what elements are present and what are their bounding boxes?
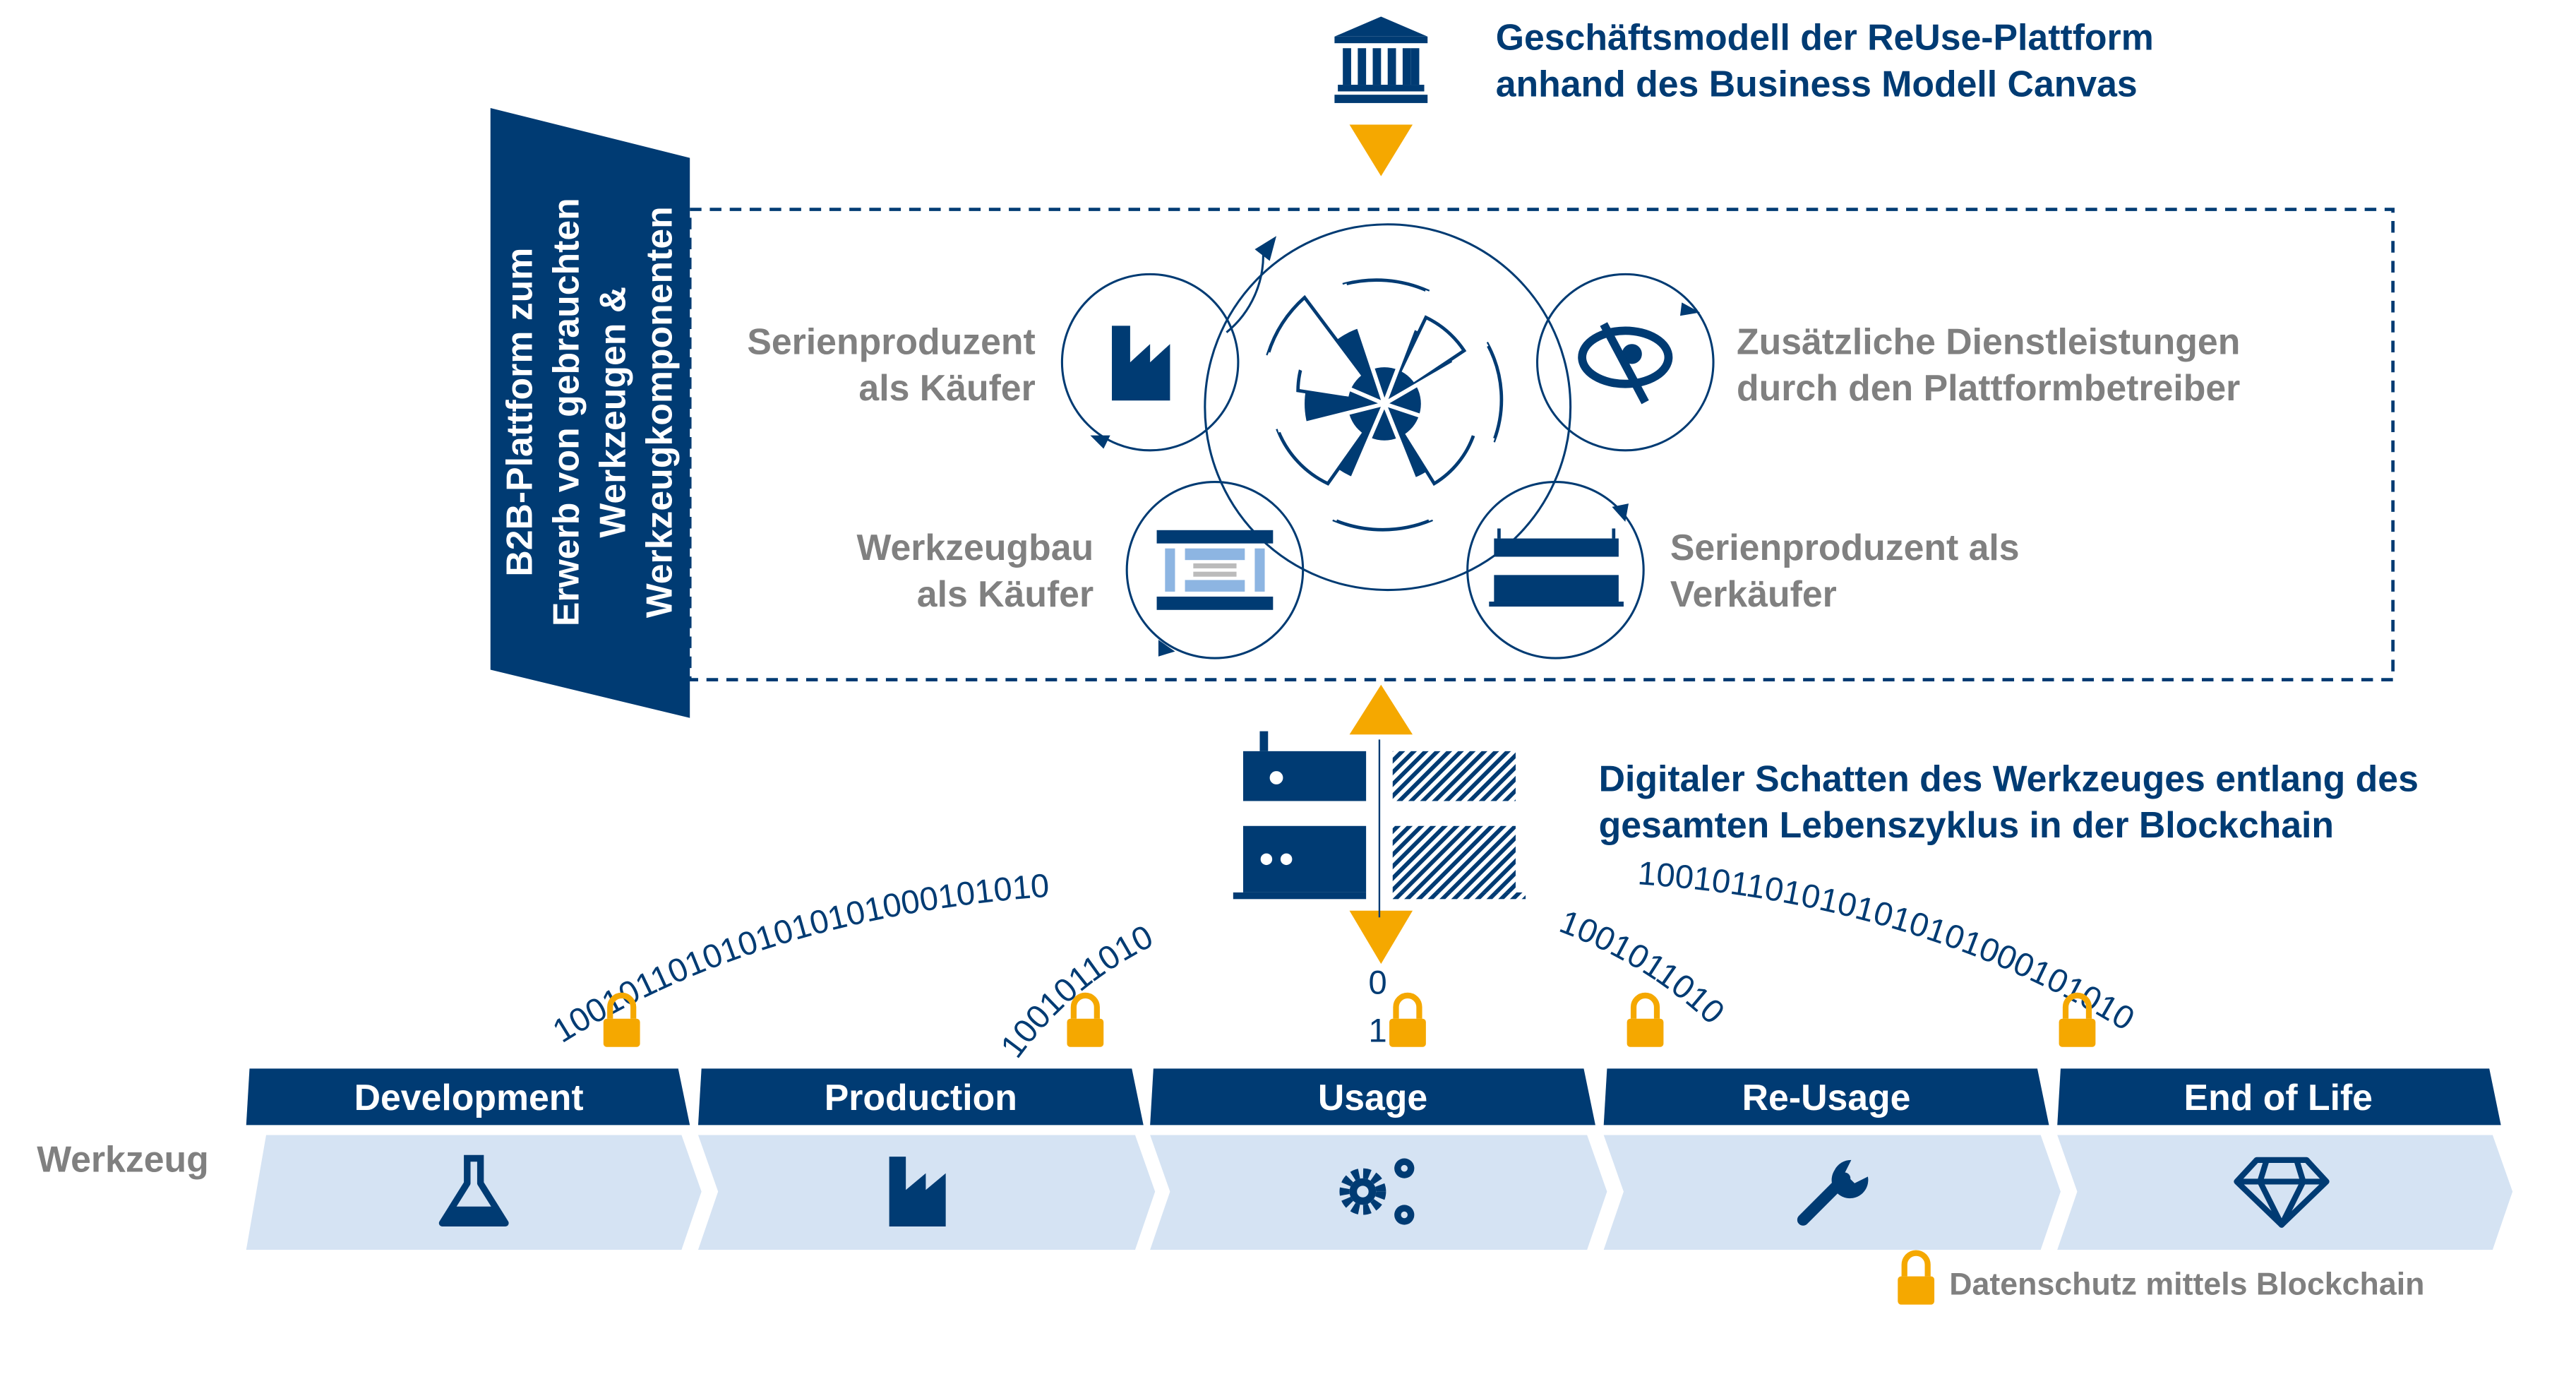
phase-development: Development — [246, 1068, 702, 1250]
phase-label: Usage — [1318, 1077, 1427, 1118]
legend-text: Datenschutz mittels Blockchain — [1949, 1267, 2424, 1301]
lock-icon — [1389, 996, 1426, 1047]
services-node — [1536, 273, 1715, 452]
lock-icon — [1067, 996, 1103, 1047]
phase-usage: Usage — [1150, 1068, 1607, 1250]
banner-line-4: Werkzeugkomponenten — [638, 206, 679, 618]
canvas-rose-icon — [1266, 278, 1504, 532]
ecosystem-ring — [1204, 223, 1572, 592]
lock-icon — [1627, 996, 1664, 1047]
server-icon — [1489, 528, 1624, 607]
digital-shadow-title-1: Digitaler Schatten des Werkzeuges entlan… — [1599, 758, 2419, 799]
eye-crossed-icon — [1578, 322, 1673, 405]
phase-label: Production — [825, 1077, 1017, 1118]
buyer-producer-label-1: Serienproduzent — [747, 321, 1035, 362]
seller-producer-label-2: Verkäufer — [1670, 573, 1837, 614]
bit-one: 1 — [1369, 1012, 1387, 1049]
services-label-2: durch den Plattformbetreiber — [1737, 367, 2240, 408]
down-arrow-icon — [1349, 124, 1413, 177]
phase-production: Production — [697, 1068, 1156, 1250]
business-model-title-1: Geschäftsmodell der ReUse-Plattform — [1496, 17, 2154, 58]
wrench-icon — [1797, 1159, 1869, 1226]
down-arrow-icon — [1349, 910, 1413, 965]
buyer-producer-label-2: als Käufer — [858, 367, 1035, 408]
bit-zero: 0 — [1369, 963, 1387, 1001]
factory-icon — [1112, 326, 1170, 401]
gears-icon — [1339, 1158, 1415, 1225]
toolmaker-label-1: Werkzeugbau — [857, 527, 1094, 568]
legend-lock-icon — [1898, 1253, 1934, 1305]
banner-line-1: B2B-Plattform zum — [499, 248, 540, 577]
digital-shadow-server-icon — [1233, 731, 1526, 918]
row-label-werkzeug: Werkzeug — [37, 1138, 209, 1179]
factory-icon — [889, 1157, 946, 1226]
flask-icon — [438, 1154, 509, 1226]
toolmaker-label-2: als Käufer — [917, 573, 1094, 614]
seller-producer-node — [1466, 481, 1645, 659]
phase-label: End of Life — [2184, 1077, 2373, 1118]
binary-arc-right-short: 1001011010 — [1554, 902, 1732, 1031]
bank-icon — [1334, 16, 1428, 103]
up-arrow-icon — [1349, 684, 1413, 735]
phase-re-usage: Re-Usage — [1603, 1068, 2061, 1250]
mold-icon — [1156, 530, 1274, 610]
phase-end-of-life: End of Life — [2057, 1068, 2513, 1250]
services-label-1: Zusätzliche Dienstleistungen — [1737, 321, 2240, 362]
business-model-title-2: anhand des Business Modell Canvas — [1496, 64, 2138, 105]
banner-line-2: Erwerb von gebrauchten — [545, 198, 586, 626]
phase-label: Re-Usage — [1742, 1077, 1911, 1118]
phase-label: Development — [354, 1077, 584, 1118]
seller-producer-label-1: Serienproduzent als — [1670, 527, 2020, 568]
toolmaker-node — [1125, 481, 1305, 659]
banner-line-3: Werkzeugen & — [592, 287, 633, 538]
platform-banner: B2B-Plattform zum Erwerb von gebrauchten… — [490, 107, 690, 718]
diamond-icon — [2234, 1157, 2330, 1228]
buyer-producer-node — [1060, 236, 1277, 452]
digital-shadow-title-2: gesamten Lebenszyklus in der Blockchain — [1599, 804, 2334, 845]
